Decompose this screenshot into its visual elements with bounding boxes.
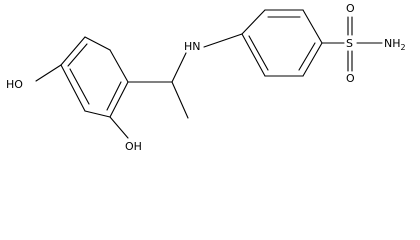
bond (109, 49, 129, 83)
bond-to-ho (35, 64, 62, 82)
bond-ch-to-nh (171, 52, 187, 83)
bond-to-oh (109, 116, 129, 139)
bond (84, 36, 111, 51)
bond (302, 9, 323, 44)
subscript-2: 2 (401, 43, 406, 52)
bond (241, 33, 266, 77)
double-bond-inner (69, 68, 90, 105)
molecule-drawing: HO OH HN S O O NH2 (6, 2, 406, 153)
double-bond-inner (67, 43, 88, 67)
amine-label: HN (184, 40, 201, 53)
sulfur-label: S (346, 37, 353, 50)
bond (109, 81, 129, 118)
bond (302, 42, 323, 77)
nh-text: NH (384, 37, 401, 50)
structure-diagram: HO OH HN S O O NH2 (6, 2, 406, 153)
oxygen-label-bottom: O (346, 72, 355, 85)
double-bond-inner (298, 42, 316, 71)
sulfonamide-nh2-label: NH2 (384, 37, 406, 52)
bond-ch-to-methyl (171, 81, 189, 119)
bond (60, 36, 86, 66)
double-bond-inner (248, 35, 269, 71)
oxygen-label-top: O (346, 2, 355, 15)
bond (60, 64, 86, 112)
hydroxyl-label-bottom: OH (125, 140, 142, 153)
hydroxyl-label-left: HO (6, 78, 23, 91)
bond (241, 9, 266, 35)
double-bond-inner (106, 81, 122, 111)
bond (84, 110, 111, 118)
bond-nh-to-ring (203, 33, 243, 48)
